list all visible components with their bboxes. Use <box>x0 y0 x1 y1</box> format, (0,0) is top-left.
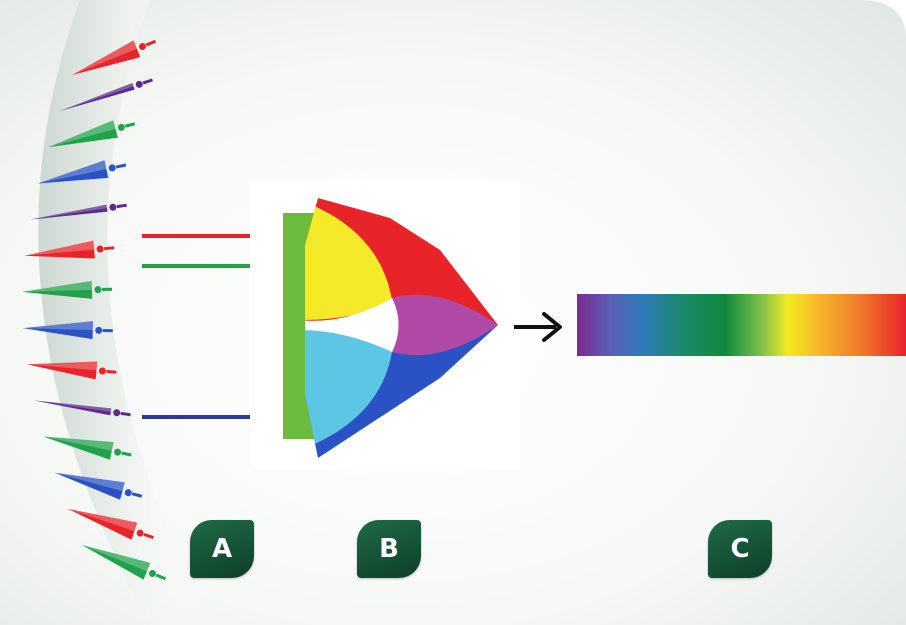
cone-antenna-icon <box>54 472 143 500</box>
cone-antenna-icon <box>59 78 153 112</box>
cyan-overlap <box>305 330 392 450</box>
color-combiner-prism <box>250 180 520 470</box>
cone-antenna-icon <box>24 240 115 259</box>
label-a-badge: A <box>190 520 254 578</box>
cone-antenna-icon <box>22 321 113 340</box>
yellow-overlap <box>305 200 392 320</box>
magenta-overlap <box>392 294 498 356</box>
cone-antenna-icon <box>22 280 113 299</box>
cone-antenna-icon <box>72 39 157 75</box>
cone-antenna-icon <box>68 508 154 540</box>
cone-antenna-icon <box>37 160 127 184</box>
spectrum-bar <box>577 294 906 356</box>
label-c-badge: C <box>708 520 772 578</box>
cone-antenna-icon <box>47 120 136 148</box>
antenna-array <box>22 39 167 581</box>
label-b-badge: B <box>357 520 421 578</box>
cone-antenna-icon <box>26 361 117 380</box>
cone-antenna-icon <box>82 545 167 581</box>
label-b-text: B <box>379 534 399 564</box>
cone-antenna-icon <box>43 436 132 460</box>
label-a-text: A <box>211 534 233 564</box>
antenna-arc-band <box>38 0 215 625</box>
cone-antenna-icon <box>29 203 127 220</box>
output-arrow-icon <box>514 312 562 342</box>
cone-antenna-icon <box>33 400 131 417</box>
label-c-text: C <box>730 534 750 564</box>
